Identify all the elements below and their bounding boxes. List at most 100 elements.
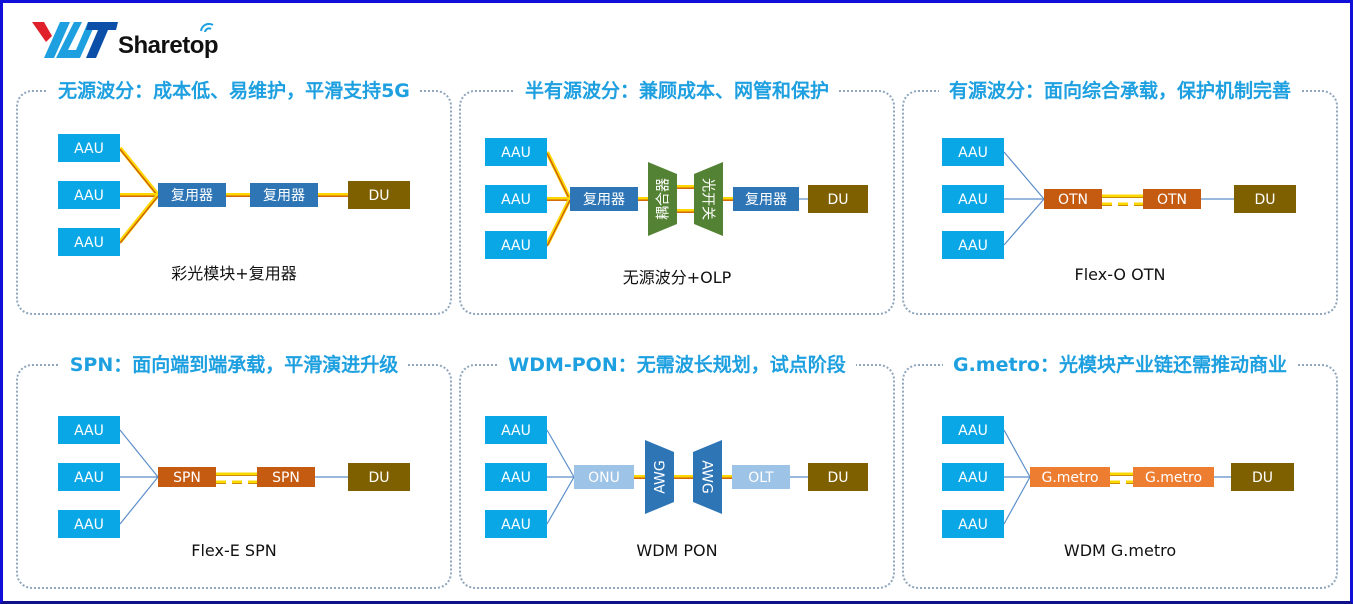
fiber-link [721,475,733,479]
otn-node-label: OTN [1058,192,1088,208]
aau-node-label: AAU [501,145,531,161]
du-node-label: DU [1254,192,1275,208]
network-diagram: AAU AAU AAU SPN SPN DU [58,416,410,538]
panel-title: 无源波分：成本低、易维护，平滑支持5G [16,76,452,103]
panel-semi-1: 半有源波分：兼顾成本、网管和保护 AAU AAU AAU 复用器 耦合器 光开关 复用器 DU 无… [459,80,895,315]
awg-node-label: AWG [653,460,669,494]
aau-node: AAU [58,510,120,538]
du-node-label: DU [827,192,848,208]
diagram-caption: 无源波分+OLP [622,268,732,287]
du-node: DU [1231,463,1294,491]
aau-node: AAU [485,463,547,491]
fiber-link [545,198,572,247]
panel-title: G.metro：光模块产业链还需推动商业 [902,350,1338,377]
link-line [119,429,159,478]
aau-node: AAU [58,134,120,162]
panel-title-text: WDM-PON：无需波长规划，试点阶段 [498,354,856,376]
aau-node: AAU [58,228,120,256]
olt-node-label: OLT [748,470,774,486]
diagram-caption: WDM G.metro [1063,541,1177,560]
panel-title: WDM-PON：无需波长规划，试点阶段 [459,350,895,377]
du-node-label: DU [1252,470,1273,486]
coupler-node-label: 耦合器 [656,178,672,220]
aau-node-label: AAU [958,517,988,533]
du-node-label: DU [368,470,389,486]
gmetro-node: G.metro [1133,467,1214,487]
aau-node-label: AAU [74,423,104,439]
du-node: DU [348,463,410,491]
panel-title-text: 有源波分：面向综合承载，保护机制完善 [938,80,1301,102]
otn-node: OTN [1044,189,1102,209]
aau-node-label: AAU [501,517,531,533]
mux-node-label: 复用器 [583,191,625,208]
link-line [546,476,575,525]
otn-node-label: OTN [1157,192,1187,208]
aau-node-label: AAU [501,423,531,439]
fiber-link [674,475,693,479]
coupler-node: 耦合器 [648,162,677,236]
aau-node: AAU [58,181,120,209]
fiber-link [120,193,158,197]
fiber-link [545,151,572,201]
company-logo: Sharetop [30,18,240,62]
link-line [1003,151,1045,200]
link-line [1003,429,1031,478]
du-node-label: DU [368,188,389,204]
panel-title: SPN：面向端到端承载，平滑演进升级 [16,350,452,377]
onu-node-label: ONU [588,470,620,486]
aau-node: AAU [485,138,547,166]
aau-node-label: AAU [74,188,104,204]
mux-node: 复用器 [733,187,799,211]
fiber-link [677,185,695,189]
aau-node-label: AAU [501,470,531,486]
fiber-link [638,197,649,201]
link-line [119,476,159,525]
aau-node-label: AAU [74,235,104,251]
fiber-link-dual [1102,194,1143,206]
panel-title: 有源波分：面向综合承载，保护机制完善 [902,76,1338,103]
aau-node-label: AAU [74,517,104,533]
aau-node: AAU [942,463,1004,491]
spn-node-label: SPN [173,470,201,486]
aau-node-label: AAU [958,192,988,208]
fiber-link [318,193,350,197]
mux-node: 复用器 [570,187,638,211]
network-diagram: AAU AAU AAU 复用器 耦合器 光开关 复用器 DU [485,138,868,259]
aau-node: AAU [485,231,547,259]
aau-node: AAU [485,416,547,444]
fiber-link-dual [1110,472,1134,484]
aau-node: AAU [942,185,1004,213]
mux-node: 复用器 [158,183,226,207]
gmetro-node-label: G.metro [1145,470,1202,486]
aau-node: AAU [942,510,1004,538]
mux-node-label: 复用器 [263,187,305,204]
du-node: DU [808,463,868,491]
fiber-link [547,197,570,201]
logo-text: Sharetop [118,32,219,59]
fiber-link [677,209,695,213]
aau-node-label: AAU [74,470,104,486]
aau-node-label: AAU [74,141,104,157]
wifi-signal-icon [200,22,214,33]
fiber-link [634,475,645,479]
panel-title-text: G.metro：光模块产业链还需推动商业 [942,354,1297,376]
optical-switch-node-label: 光开关 [700,178,716,220]
mux-node-label: 复用器 [171,187,213,204]
link-line [546,429,575,478]
mux-node: 复用器 [250,183,318,207]
du-node: DU [1234,185,1296,213]
aau-node-label: AAU [501,192,531,208]
gmetro-node: G.metro [1030,467,1110,487]
panel-title-text: 半有源波分：兼顾成本、网管和保护 [514,80,839,102]
aau-node-label: AAU [958,470,988,486]
aau-node: AAU [485,185,547,213]
fiber-link [118,193,160,244]
panel-title-text: SPN：面向端到端承载，平滑演进升级 [59,354,409,376]
spn-node-label: SPN [272,470,300,486]
mux-node-label: 复用器 [745,191,787,208]
